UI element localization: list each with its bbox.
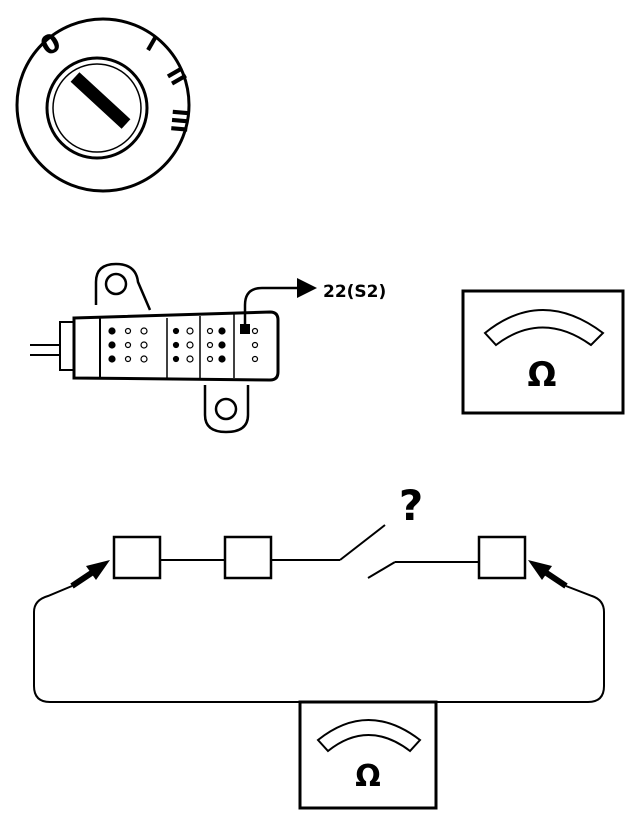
connector-pin xyxy=(218,327,226,335)
connector-pin xyxy=(251,327,259,335)
question-mark: ? xyxy=(399,481,423,530)
position-1-label: I xyxy=(141,31,161,57)
ohmmeter-scale xyxy=(483,309,605,347)
terminal-box-1 xyxy=(112,535,162,580)
terminal-box-2 xyxy=(223,535,273,580)
probe-lead-left xyxy=(33,585,300,703)
circuit-ohmmeter-scale xyxy=(316,719,422,753)
probe-arrowhead-left xyxy=(86,560,110,580)
probe-tip-right xyxy=(543,569,568,589)
position-0-label: 0 xyxy=(36,28,67,63)
connector-pin xyxy=(186,327,194,335)
probe-tip-left xyxy=(70,569,95,589)
probe-lead-right xyxy=(436,585,605,703)
connector-pin xyxy=(108,355,116,363)
connector-pin xyxy=(186,355,194,363)
connector-pin xyxy=(124,355,132,363)
connector-cable xyxy=(30,344,62,356)
connector-pins xyxy=(108,327,259,363)
connector-pin xyxy=(108,327,116,335)
connector-pin xyxy=(140,327,148,335)
pin-callout-arrow xyxy=(243,278,317,324)
connector-pin xyxy=(172,355,180,363)
connector-pin xyxy=(218,355,226,363)
connector-pin xyxy=(172,341,180,349)
connector-pin xyxy=(140,341,148,349)
switch-contact-stub xyxy=(367,561,396,579)
probe-arrowhead-right xyxy=(528,560,552,580)
connector-pin xyxy=(140,355,148,363)
connector-pin xyxy=(206,355,214,363)
open-switch-contact xyxy=(339,524,386,561)
key-slot xyxy=(70,72,131,129)
cable-boot xyxy=(59,321,75,371)
switch-barrel xyxy=(45,56,149,160)
bottom-mount-hole xyxy=(214,397,238,421)
pin-callout-label: 22(S2) xyxy=(323,282,386,302)
test-circuit: ? Ω xyxy=(33,481,605,810)
connector-pin xyxy=(251,355,259,363)
ohm-symbol: Ω xyxy=(528,355,557,395)
connector-pin xyxy=(206,327,214,335)
ignition-switch: 0 I II III xyxy=(15,17,192,193)
connector-housing: 22(S2) xyxy=(30,262,386,434)
connector-pin xyxy=(218,341,226,349)
top-mount-hole xyxy=(104,272,128,296)
switch-barrel-inner xyxy=(52,63,142,153)
connector-pin xyxy=(172,327,180,335)
connector-pin xyxy=(186,341,194,349)
circuit-ohm-symbol: Ω xyxy=(355,759,381,794)
connector-pin xyxy=(206,341,214,349)
connector-pin xyxy=(108,341,116,349)
connector-pin xyxy=(251,341,259,349)
position-3-label: III xyxy=(165,107,192,134)
ohmmeter: Ω xyxy=(461,289,625,415)
switch-outer-ring xyxy=(15,17,191,193)
connector-pin xyxy=(124,327,132,335)
connector-pin xyxy=(124,341,132,349)
terminal-box-3 xyxy=(477,535,527,580)
highlighted-pin xyxy=(240,324,250,334)
